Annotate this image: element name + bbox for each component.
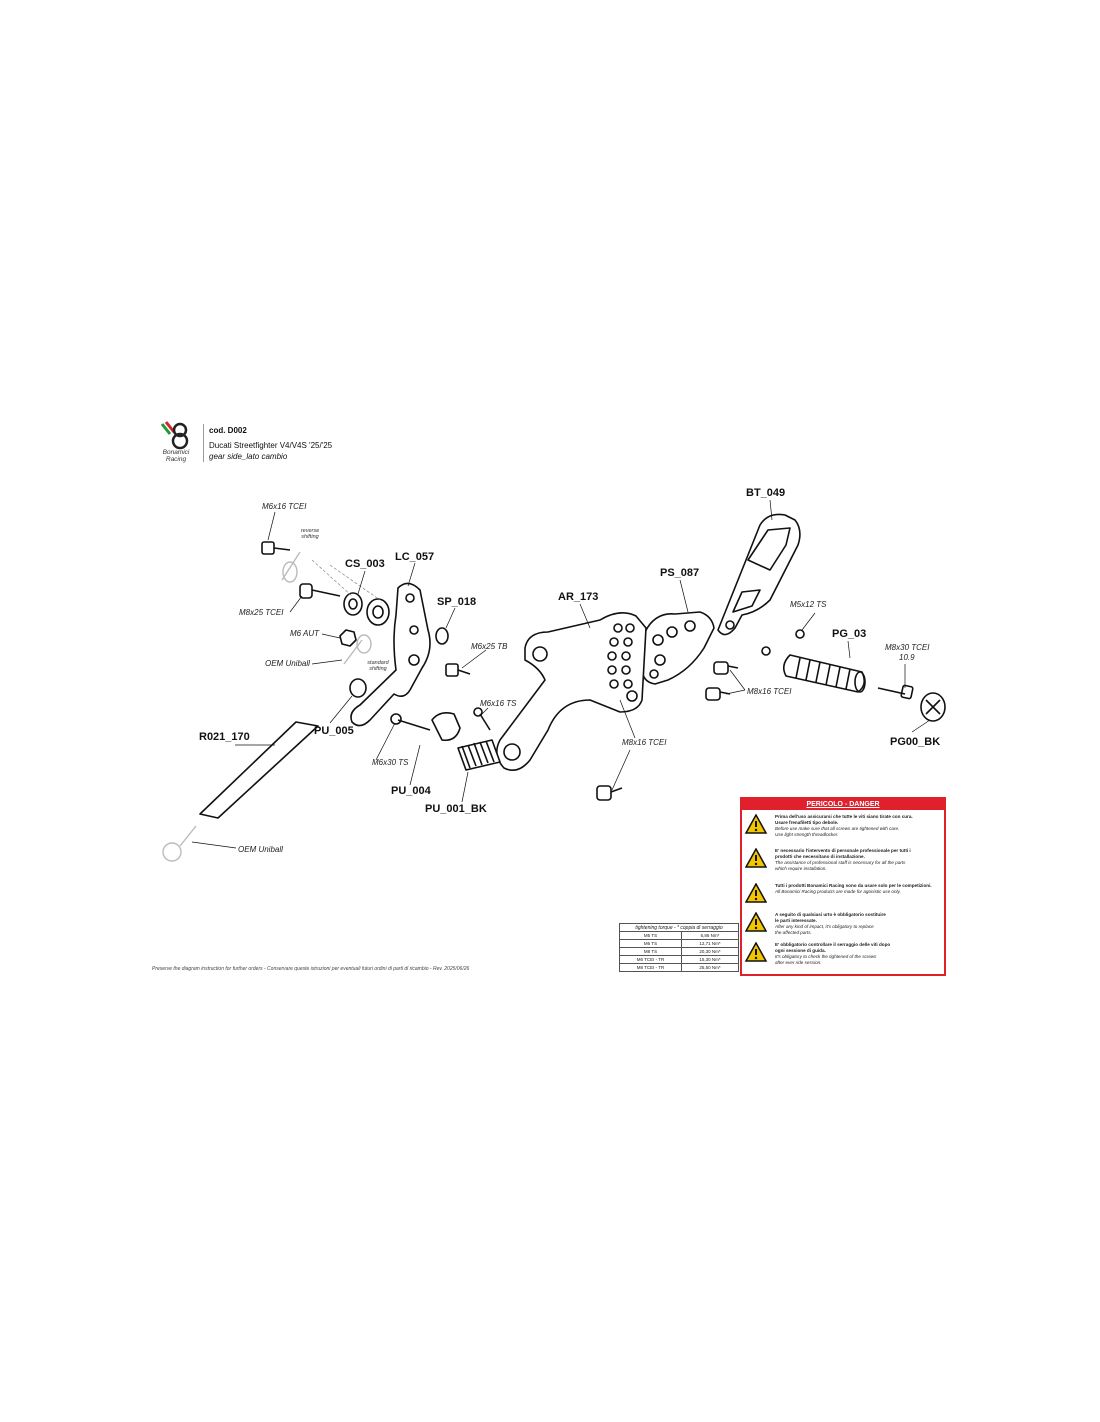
product-model: Ducati Streetfighter V4/V4S '25/'25 bbox=[209, 441, 333, 450]
part-label-bt-049: BT_049 bbox=[746, 487, 786, 499]
part-label-pu-004: PU_004 bbox=[391, 785, 431, 797]
danger-text-en: It's obligatory to check the tightened o… bbox=[775, 954, 877, 965]
footpeg bbox=[782, 654, 866, 693]
product-code: cod. D002 bbox=[209, 426, 247, 435]
part-label-r021-170: R021_170 bbox=[199, 731, 250, 743]
shift-rod bbox=[199, 721, 319, 819]
hw-label-oem-uniball-bottom: OEM Uniball bbox=[238, 845, 283, 854]
part-label-pu-001-bk: PU_001_BK bbox=[425, 803, 487, 815]
part-label-pg-03: PG_03 bbox=[832, 628, 867, 640]
torque-table-header: tightening torque - * coppia di serraggi… bbox=[619, 923, 739, 932]
product-side: gear side_lato cambio bbox=[209, 452, 288, 461]
part-label-cs-003: CS_003 bbox=[345, 558, 385, 570]
shift-lever bbox=[350, 582, 431, 727]
hw-label-m8x25-tcei: M8x25 TCEI bbox=[239, 608, 284, 617]
torque-spec: M8 TS bbox=[619, 947, 682, 956]
torque-value: 20,30 Nm* bbox=[681, 947, 739, 956]
hw-label-m6x30-ts: M6x30 TS bbox=[372, 758, 409, 767]
warning-icon bbox=[745, 848, 767, 868]
torque-value: 6,86 Nm* bbox=[681, 931, 739, 940]
hw-label-m6x25-tb: M6x25 TB bbox=[471, 642, 508, 651]
danger-box: PERICOLO - DANGER Prima dell'uso assicur… bbox=[740, 797, 946, 976]
torque-spec: M8 TCEI - TR bbox=[619, 963, 682, 972]
part-label-pu-005: PU_005 bbox=[314, 725, 354, 737]
torque-value: 25,50 Nm* bbox=[681, 963, 739, 972]
note-reverse-shifting: reverse shifting bbox=[300, 528, 320, 540]
danger-text-en: After any kind of impact, it's obligator… bbox=[775, 924, 874, 935]
part-label-ar-173: AR_173 bbox=[558, 591, 599, 603]
part-label-sp-018: SP_018 bbox=[437, 596, 477, 608]
heel-guard-plate bbox=[717, 513, 801, 636]
ps-plate bbox=[641, 611, 715, 685]
danger-text-it: E' necessario l'intervento di personale … bbox=[775, 848, 911, 859]
part-label-pg00-bk: PG00_BK bbox=[890, 736, 941, 748]
warning-icon bbox=[745, 814, 767, 834]
warning-icon bbox=[745, 912, 767, 932]
part-label-ps-087: PS_087 bbox=[660, 567, 700, 579]
footer-note: Preserve the diagram instruction for fur… bbox=[152, 966, 470, 972]
hw-label-grade: 10.9 bbox=[899, 653, 915, 662]
hw-label-m6x16-tcei: M6x16 TCEI bbox=[262, 502, 307, 511]
danger-text-it: Tutti i prodotti Bonamici Racing sono da… bbox=[775, 883, 932, 888]
hw-label-m8x16-tcei-bottom: M8x16 TCEI bbox=[622, 738, 667, 747]
hw-label-oem-uniball-top: OEM Uniball bbox=[265, 659, 310, 668]
hw-label-m6x16-ts: M6x16 TS bbox=[480, 699, 517, 708]
danger-text-en: The assistance of professional staff is … bbox=[775, 860, 906, 871]
header-divider bbox=[203, 424, 204, 462]
danger-text-it: A seguito di qualsiasi urto è obbligator… bbox=[775, 912, 886, 923]
note-standard-shifting: standard shifting bbox=[367, 660, 389, 672]
hw-label-m8x16-tcei-right: M8x16 TCEI bbox=[747, 687, 792, 696]
danger-text-it: E' obbligatorio controllare il serraggio… bbox=[775, 942, 891, 953]
torque-value: 15,30 Nm* bbox=[681, 955, 739, 964]
danger-title: PERICOLO - DANGER bbox=[742, 799, 944, 810]
danger-text-en: Before use make sure that all screws are… bbox=[775, 826, 900, 837]
hw-label-m6-aut: M6 AUT bbox=[290, 629, 320, 638]
hw-label-m8x30-tcei: M8x30 TCEI bbox=[885, 643, 930, 652]
torque-table: tightening torque - * coppia di serraggi… bbox=[619, 923, 739, 972]
torque-spec: M5 TS bbox=[619, 931, 682, 940]
danger-text-en: All Bonamici Racing products are made fo… bbox=[775, 889, 901, 894]
rubber-peg bbox=[457, 739, 501, 771]
brand-logo bbox=[158, 420, 194, 450]
danger-text-it: Prima dell'uso assicurarsi che tutte le … bbox=[775, 814, 913, 825]
brand-name: Bonamici Racing bbox=[162, 449, 190, 463]
hw-label-m5x12-ts: M5x12 TS bbox=[790, 600, 827, 609]
torque-spec: M6 TS bbox=[619, 939, 682, 948]
warning-icon bbox=[745, 942, 767, 962]
main-bracket bbox=[496, 612, 647, 771]
torque-value: 12,71 Nm* bbox=[681, 939, 739, 948]
warning-icon bbox=[745, 883, 767, 903]
part-label-lc-057: LC_057 bbox=[395, 551, 435, 563]
torque-spec: M6 TCEI - TR bbox=[619, 955, 682, 964]
